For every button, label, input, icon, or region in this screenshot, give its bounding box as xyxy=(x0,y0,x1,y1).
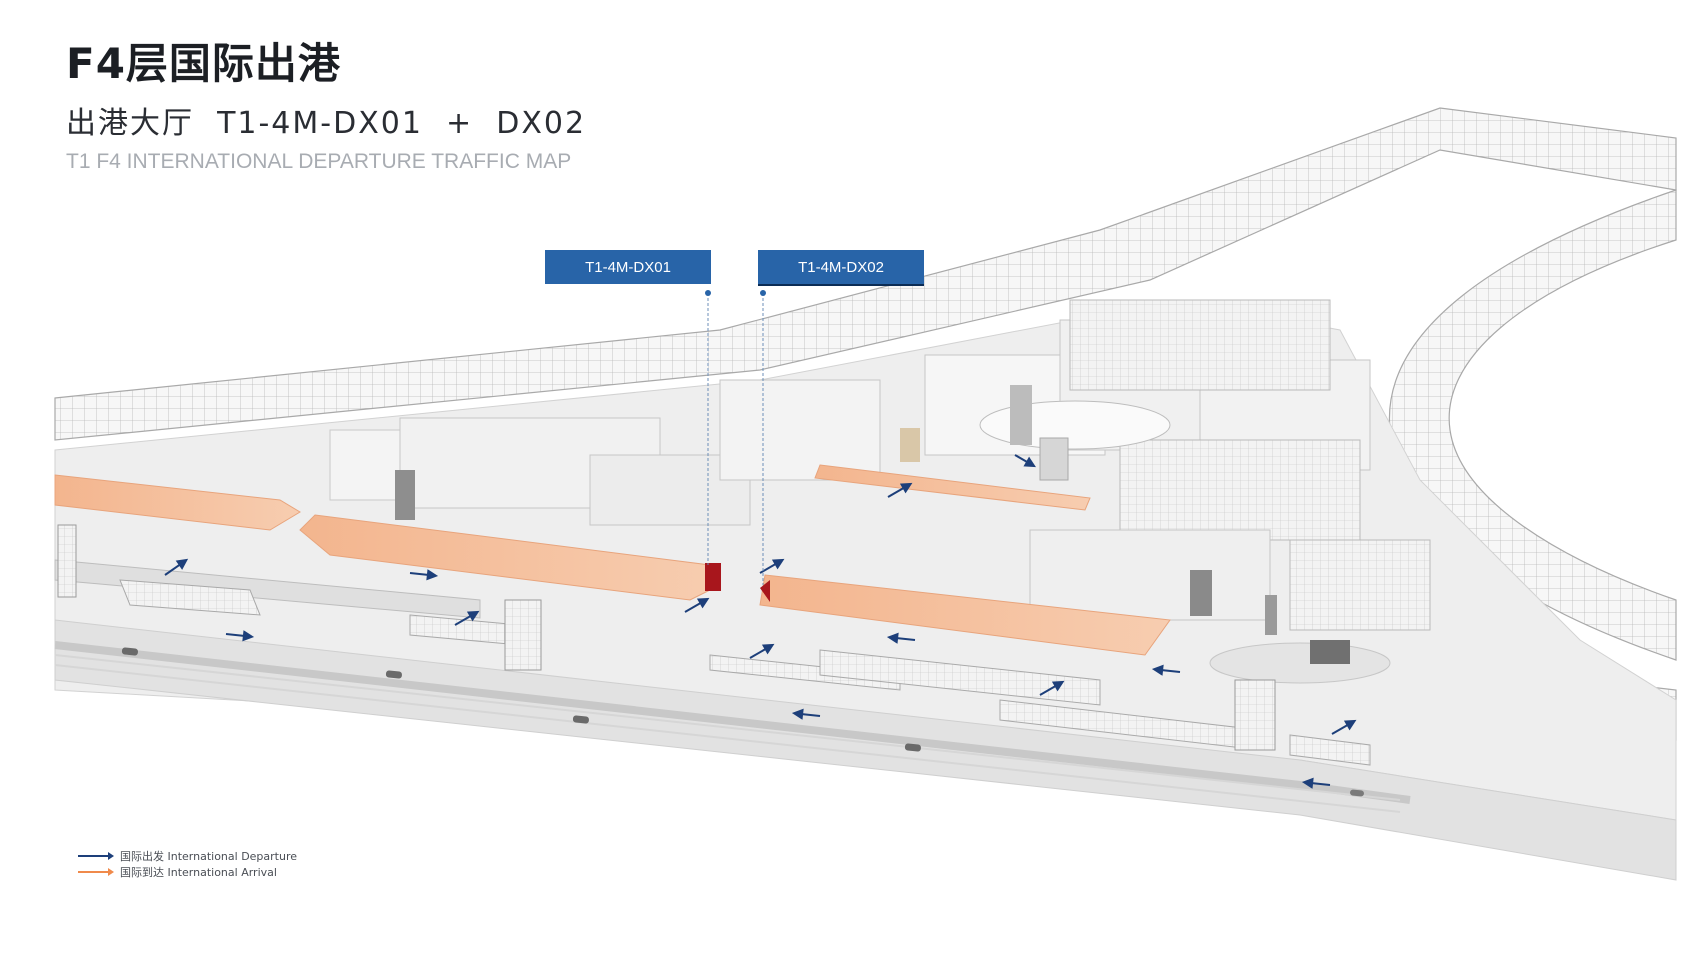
legend-departure: 国际出发 International Departure xyxy=(78,848,297,864)
roadway xyxy=(54,647,1401,813)
departure-line-icon xyxy=(78,852,114,860)
concourse-bridges xyxy=(54,524,1371,766)
page-subtitle: 出港大厅 T1-4M-DX01 + DX02 xyxy=(66,106,587,141)
marker-dx02 xyxy=(760,580,770,602)
arrival-zones xyxy=(54,464,1171,656)
callout-dx01: T1-4M-DX01 xyxy=(545,250,711,284)
callout-leaders xyxy=(705,290,766,585)
marker-dx01 xyxy=(705,563,721,591)
departure-arrows xyxy=(164,454,1357,789)
legend-arrival: 国际到达 International Arrival xyxy=(78,864,297,880)
device-markers xyxy=(705,563,770,602)
callout-dx02: T1-4M-DX02 xyxy=(758,250,924,286)
legend-departure-label: 国际出发 International Departure xyxy=(120,850,298,863)
legend: 国际出发 International Departure 国际到达 Intern… xyxy=(78,848,297,880)
page-subtitle-en: T1 F4 INTERNATIONAL DEPARTURE TRAFFIC MA… xyxy=(66,150,572,173)
legend-arrival-label: 国际到达 International Arrival xyxy=(120,866,277,879)
page-title: F4层国际出港 xyxy=(66,39,341,88)
arrival-line-icon xyxy=(78,868,114,876)
building-blocks xyxy=(329,299,1431,684)
